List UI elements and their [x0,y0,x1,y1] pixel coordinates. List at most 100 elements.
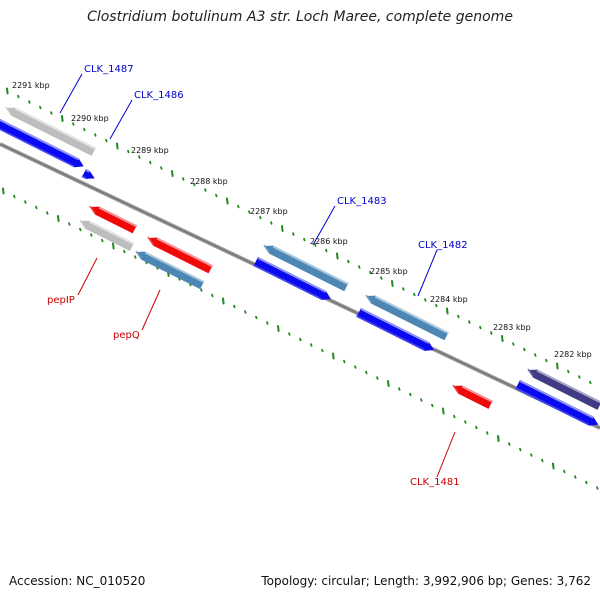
scale-tick-upper [17,94,20,99]
scale-tick-lower [376,376,379,380]
scale-tick-lower [387,380,390,387]
scale-tick-upper [193,182,196,187]
kbp-label: 2286 kbp [310,237,348,246]
label-pepip-leader [77,257,98,296]
scale-tick-upper [325,248,328,253]
feature-arrow-blue-4-highlight [519,380,594,419]
scale-tick-upper [435,303,438,308]
scale-tick-lower [343,359,346,364]
scale-tick-upper [303,237,306,242]
label-clk-1486-leader [109,99,133,140]
label-clk-1487-leader [59,73,83,114]
scale-tick-upper [50,111,53,115]
feature-arrow-clk-1487-highlight [14,107,97,150]
feature-arrow-red-2-highlight [156,237,214,268]
scale-tick-upper [28,100,31,104]
feature-arrow-pepip [79,220,134,251]
scale-tick-lower [321,348,324,353]
kbp-label: 2283 kbp [493,323,531,332]
feature-arrow-pepip-shade [79,219,86,229]
scale-tick-upper [424,298,427,302]
scale-tick-lower [255,315,258,320]
kbp-label: 2287 kbp [250,207,288,216]
scale-tick-lower [365,370,368,375]
feature-arrow-clk-1483-shade [263,244,270,254]
feature-arrow-clk-1483 [263,245,349,292]
genome-title: Clostridium botulinum A3 str. Loch Maree… [87,9,513,25]
scale-tick-lower [475,425,478,430]
scale-tick-lower [409,392,412,397]
feature-arrow-clk-1487-shade [5,106,12,116]
feature-arrow-pepq-shade [135,250,142,260]
scale-tick-upper [512,342,515,346]
feature-arrow-clk-1482 [365,295,449,341]
scale-tick-lower [398,387,401,391]
scale-tick-lower [123,249,126,254]
scale-tick-lower [244,310,247,314]
scale-tick-upper [248,210,251,214]
scale-tick-upper [369,270,372,275]
feature-arrow-clk-1482-shade [365,294,372,304]
scale-tick-lower [354,365,357,369]
scale-tick-lower [497,435,500,442]
scale-tick-lower [332,352,335,360]
scale-tick-lower [46,211,49,215]
feature-arrow-red-2-shade [147,236,154,246]
label-clk-1482: CLK_1482 [418,240,468,251]
feature-arrow-blue-3 [356,308,434,351]
scale-tick-lower [453,414,456,419]
scale-tick-upper [94,133,97,137]
scale-tick-lower [431,403,434,408]
feature-arrow-pepip-highlight [88,220,135,245]
scale-tick-upper [6,87,9,95]
scale-tick-upper [226,197,229,205]
scale-tick-upper [127,149,130,154]
scale-tick-upper [259,215,262,220]
feature-arrow-pepq-highlight [144,251,205,283]
scale-tick-upper [501,335,504,342]
scale-tick-upper [336,252,339,260]
scale-tick-upper [490,331,493,335]
scale-tick-upper [270,221,273,225]
scale-tick-lower [266,321,269,325]
label-clk-1483: CLK_1483 [337,196,387,207]
scale-tick-lower [486,431,489,435]
scale-tick-lower [233,304,236,309]
kbp-label: 2284 kbp [430,295,468,304]
scale-tick-lower [24,200,27,204]
scale-tick-upper [380,276,383,280]
scale-tick-lower [530,453,533,457]
feature-arrow-clk-1483-highlight [272,245,349,286]
feature-arrow-clk-1486 [81,169,95,179]
scale-tick-lower [420,398,423,402]
scale-tick-upper [215,193,218,198]
scale-tick-upper [446,307,449,315]
scale-tick-upper [468,320,471,324]
scale-tick-lower [596,486,599,490]
label-clk-1481: CLK_1481 [410,477,460,488]
scale-tick-upper [61,115,64,122]
feature-arrow-blue-3-highlight [360,308,430,344]
scale-tick-lower [464,420,467,424]
scale-tick-upper [391,280,394,287]
feature-arrow-clk-1481 [452,385,493,409]
kbp-label: 2288 kbp [190,177,228,186]
label-pepip: pepIP [47,295,75,306]
scale-tick-lower [585,480,588,485]
feature-arrow-blue-4-shade [515,387,590,426]
scale-tick-lower [552,462,555,470]
scale-tick-upper [39,105,42,110]
scale-tick-lower [574,475,577,479]
scale-tick-upper [578,375,581,379]
scale-tick-upper [479,325,482,330]
scale-tick-upper [116,142,119,150]
scale-tick-upper [204,188,207,192]
scale-tick-lower [79,227,82,232]
scale-tick-upper [149,160,152,165]
scale-tick-lower [519,447,522,452]
label-clk-1487: CLK_1487 [84,64,134,75]
kbp-label: 2285 kbp [370,267,408,276]
label-clk-1482-leader [417,249,438,297]
scale-tick-lower [112,242,115,250]
feature-arrow-red-1-shade [89,205,96,215]
